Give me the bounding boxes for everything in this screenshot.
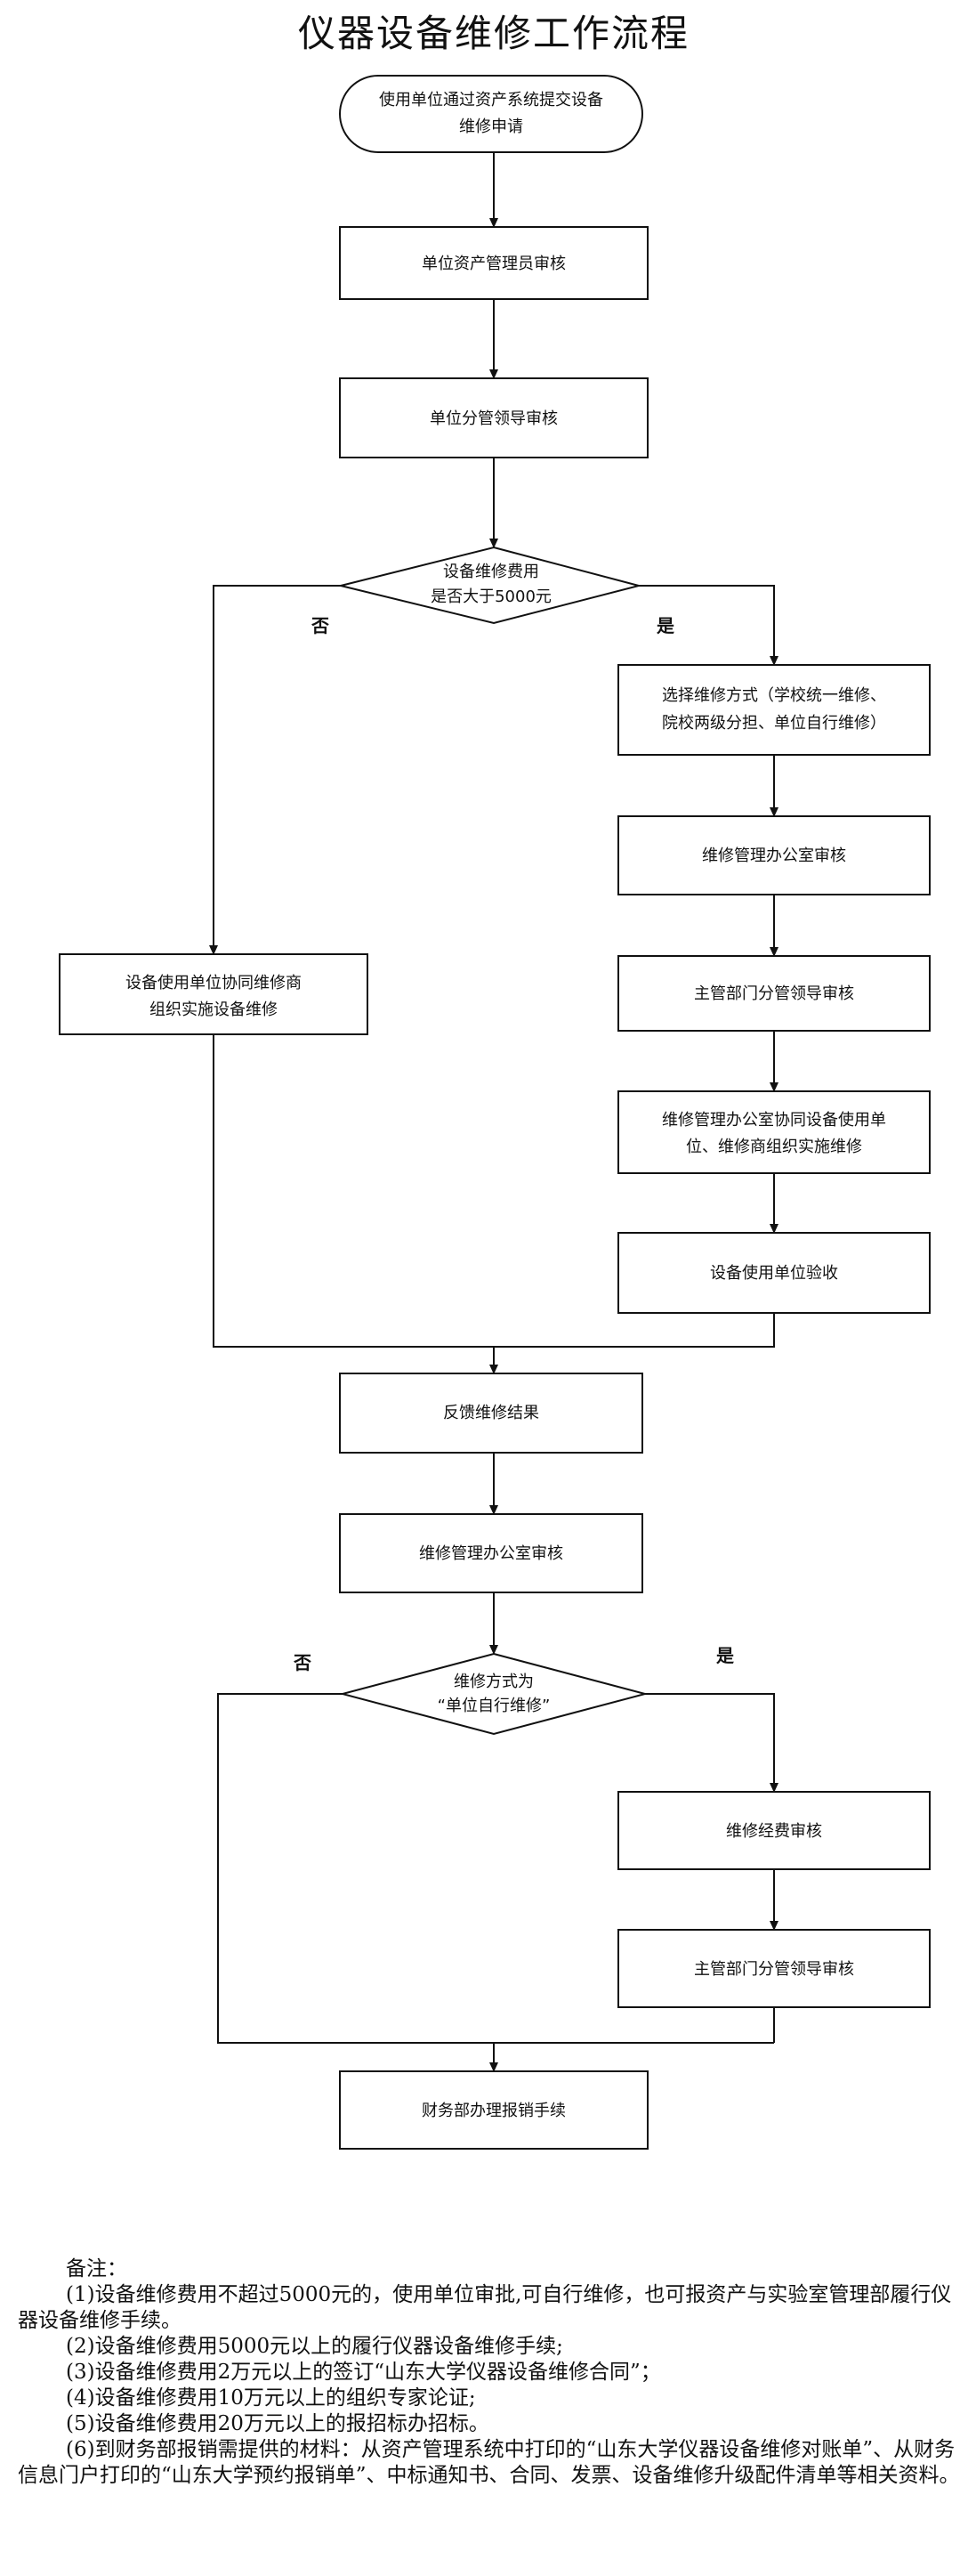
node-reimbursement xyxy=(339,2070,649,2150)
node-cost-decision xyxy=(340,546,642,625)
label-cost-decision-line2: 是否大于5000元 xyxy=(431,587,552,606)
label-choose-method-line1: 选择维修方式（学校统一维修、 xyxy=(662,686,886,705)
node-supervisor-review-1 xyxy=(617,955,931,1032)
notes-title: 备注： xyxy=(66,2257,127,2280)
note-item: (2)设备维修费用5000元以上的履行仪器设备维修手续; xyxy=(66,2335,563,2358)
label-decision1-no: 否 xyxy=(311,615,329,636)
label-expense-review: 维修经费审核 xyxy=(726,1822,822,1841)
repair-flowchart: 仪器设备维修工作流程 xyxy=(59,12,931,2150)
node-asset-admin-review xyxy=(339,226,649,300)
note-item: (4)设备维修费用10万元以上的组织专家论证; xyxy=(66,2386,476,2410)
label-office-coordinate-line2: 位、维修商组织实施维修 xyxy=(686,1138,862,1156)
node-repair-office-review-1 xyxy=(617,815,931,895)
label-decision1-yes: 是 xyxy=(656,615,674,636)
label-method-decision-line1: 维修方式为 xyxy=(454,1673,534,1691)
page-title: 仪器设备维修工作流程 xyxy=(298,12,690,55)
line-unit-merge xyxy=(213,1034,494,1348)
node-unit-acceptance xyxy=(617,1232,931,1314)
label-repair-office-review-2: 维修管理办公室审核 xyxy=(419,1544,563,1563)
note-item: (5)设备维修费用20万元以上的报招标办招标。 xyxy=(66,2412,489,2435)
label-office-coordinate-line1: 维修管理办公室协同设备使用单 xyxy=(662,1111,886,1130)
notes: 备注： (1)设备维修费用不超过5000元的，使用单位审批,可自行维修，也可报资… xyxy=(18,2256,965,2489)
node-supervisor-review-2 xyxy=(617,1929,931,2008)
arrow-decision2-yes xyxy=(645,1693,778,1793)
label-unit-acceptance: 设备使用单位验收 xyxy=(710,1264,838,1283)
label-unit-coordinate-line1: 设备使用单位协同维修商 xyxy=(125,974,302,992)
label-choose-method-line2: 院校两级分担、单位自行维修） xyxy=(662,714,886,733)
line-acceptance-merge xyxy=(494,1313,775,1348)
node-dept-leader-review xyxy=(339,377,649,458)
label-decision2-yes: 是 xyxy=(715,1645,734,1666)
label-asset-admin-review: 单位资产管理员审核 xyxy=(422,255,566,273)
label-repair-office-review-1: 维修管理办公室审核 xyxy=(702,847,846,865)
node-choose-method xyxy=(617,664,931,756)
label-dept-leader-review: 单位分管领导审核 xyxy=(430,409,558,428)
node-feedback xyxy=(339,1373,643,1454)
label-supervisor-review-2: 主管部门分管领导审核 xyxy=(694,1960,854,1979)
node-repair-office-review-2 xyxy=(339,1513,643,1593)
label-start-line1: 使用单位通过资产系统提交设备 xyxy=(379,91,603,109)
note-item: (6)到财务部报销需提供的材料：从资产管理系统中打印的“山东大学仪器设备维修对账… xyxy=(18,2438,960,2487)
node-method-decision xyxy=(339,1652,649,1736)
node-start xyxy=(339,75,643,153)
node-office-coordinate xyxy=(617,1090,931,1174)
note-item: (3)设备维修费用2万元以上的签订“山东大学仪器设备维修合同”； xyxy=(66,2361,661,2384)
arrow-decision-no xyxy=(209,585,341,955)
label-unit-coordinate-line2: 组织实施设备维修 xyxy=(149,1000,278,1019)
arrow-decision2-no xyxy=(217,1693,498,2072)
node-expense-review xyxy=(617,1791,931,1870)
note-item: (1)设备维修费用不超过5000元的，使用单位审批,可自行维修，也可报资产与实验… xyxy=(18,2283,952,2332)
label-supervisor-review-1: 主管部门分管领导审核 xyxy=(694,984,854,1003)
label-reimbursement: 财务部办理报销手续 xyxy=(422,2102,566,2120)
label-start-line2: 维修申请 xyxy=(459,117,523,136)
node-unit-coordinate xyxy=(59,953,368,1035)
label-method-decision-line2: “单位自行维修” xyxy=(438,1697,551,1715)
arrow-decision-yes xyxy=(639,585,778,666)
connectors xyxy=(209,152,778,2072)
label-cost-decision-line1: 设备维修费用 xyxy=(443,563,539,581)
label-decision2-no: 否 xyxy=(293,1652,311,1673)
node-labels: 使用单位通过资产系统提交设备 维修申请 单位资产管理员审核 单位分管领导审核 设… xyxy=(125,91,886,2120)
label-feedback: 反馈维修结果 xyxy=(443,1404,539,1422)
